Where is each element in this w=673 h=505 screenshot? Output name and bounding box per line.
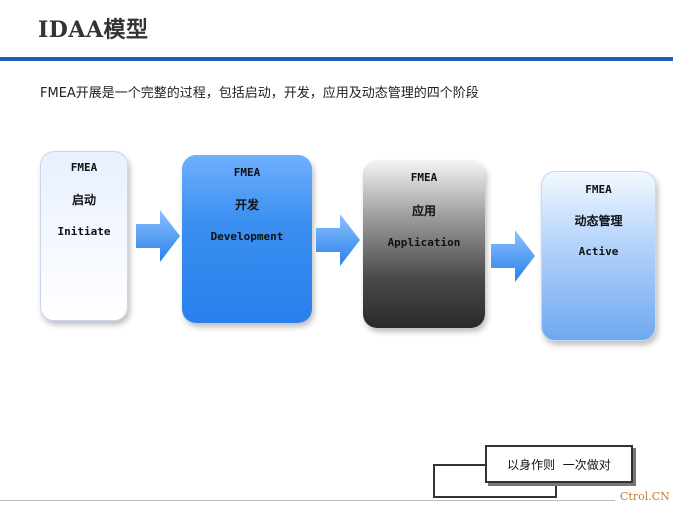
subtitle: FMEA开展是一个完整的过程，包括启动，开发，应用及动态管理的四个阶段: [40, 86, 479, 101]
stage-development-line1: FMEA: [233, 166, 261, 179]
stage-active-line3: Active: [578, 245, 619, 258]
motto-label: 以身作则 一次做对: [485, 445, 633, 483]
watermark-text: Ctrol.CN: [620, 490, 670, 503]
stage-development-line3: Development: [210, 230, 284, 243]
stage-initiate-line2: 启动: [71, 193, 96, 207]
footer-divider: [0, 500, 615, 501]
stage-application-line2: 应用: [411, 204, 436, 218]
arrow-right-icon: [316, 214, 360, 266]
arrow-right-icon: [491, 230, 535, 282]
stage-initiate-line3: Initiate: [57, 225, 111, 238]
arrow-right-icon: [136, 210, 180, 262]
stage-application-line3: Application: [387, 236, 461, 249]
stage-application-line1: FMEA: [410, 171, 438, 184]
stage-active: FMEA 动态管理 Active: [541, 171, 656, 341]
stage-development-line2: 开发: [234, 198, 259, 212]
stage-active-line1: FMEA: [585, 183, 612, 196]
stage-application: FMEA 应用 Application: [363, 160, 485, 328]
stage-initiate: FMEA 启动 Initiate: [40, 151, 128, 321]
stage-development: FMEA 开发 Development: [182, 155, 312, 323]
stage-initiate-line1: FMEA: [70, 161, 98, 174]
title-divider: [0, 57, 673, 61]
stage-active-line2: 动态管理: [574, 214, 623, 228]
page-title: IDAA模型: [38, 17, 149, 43]
